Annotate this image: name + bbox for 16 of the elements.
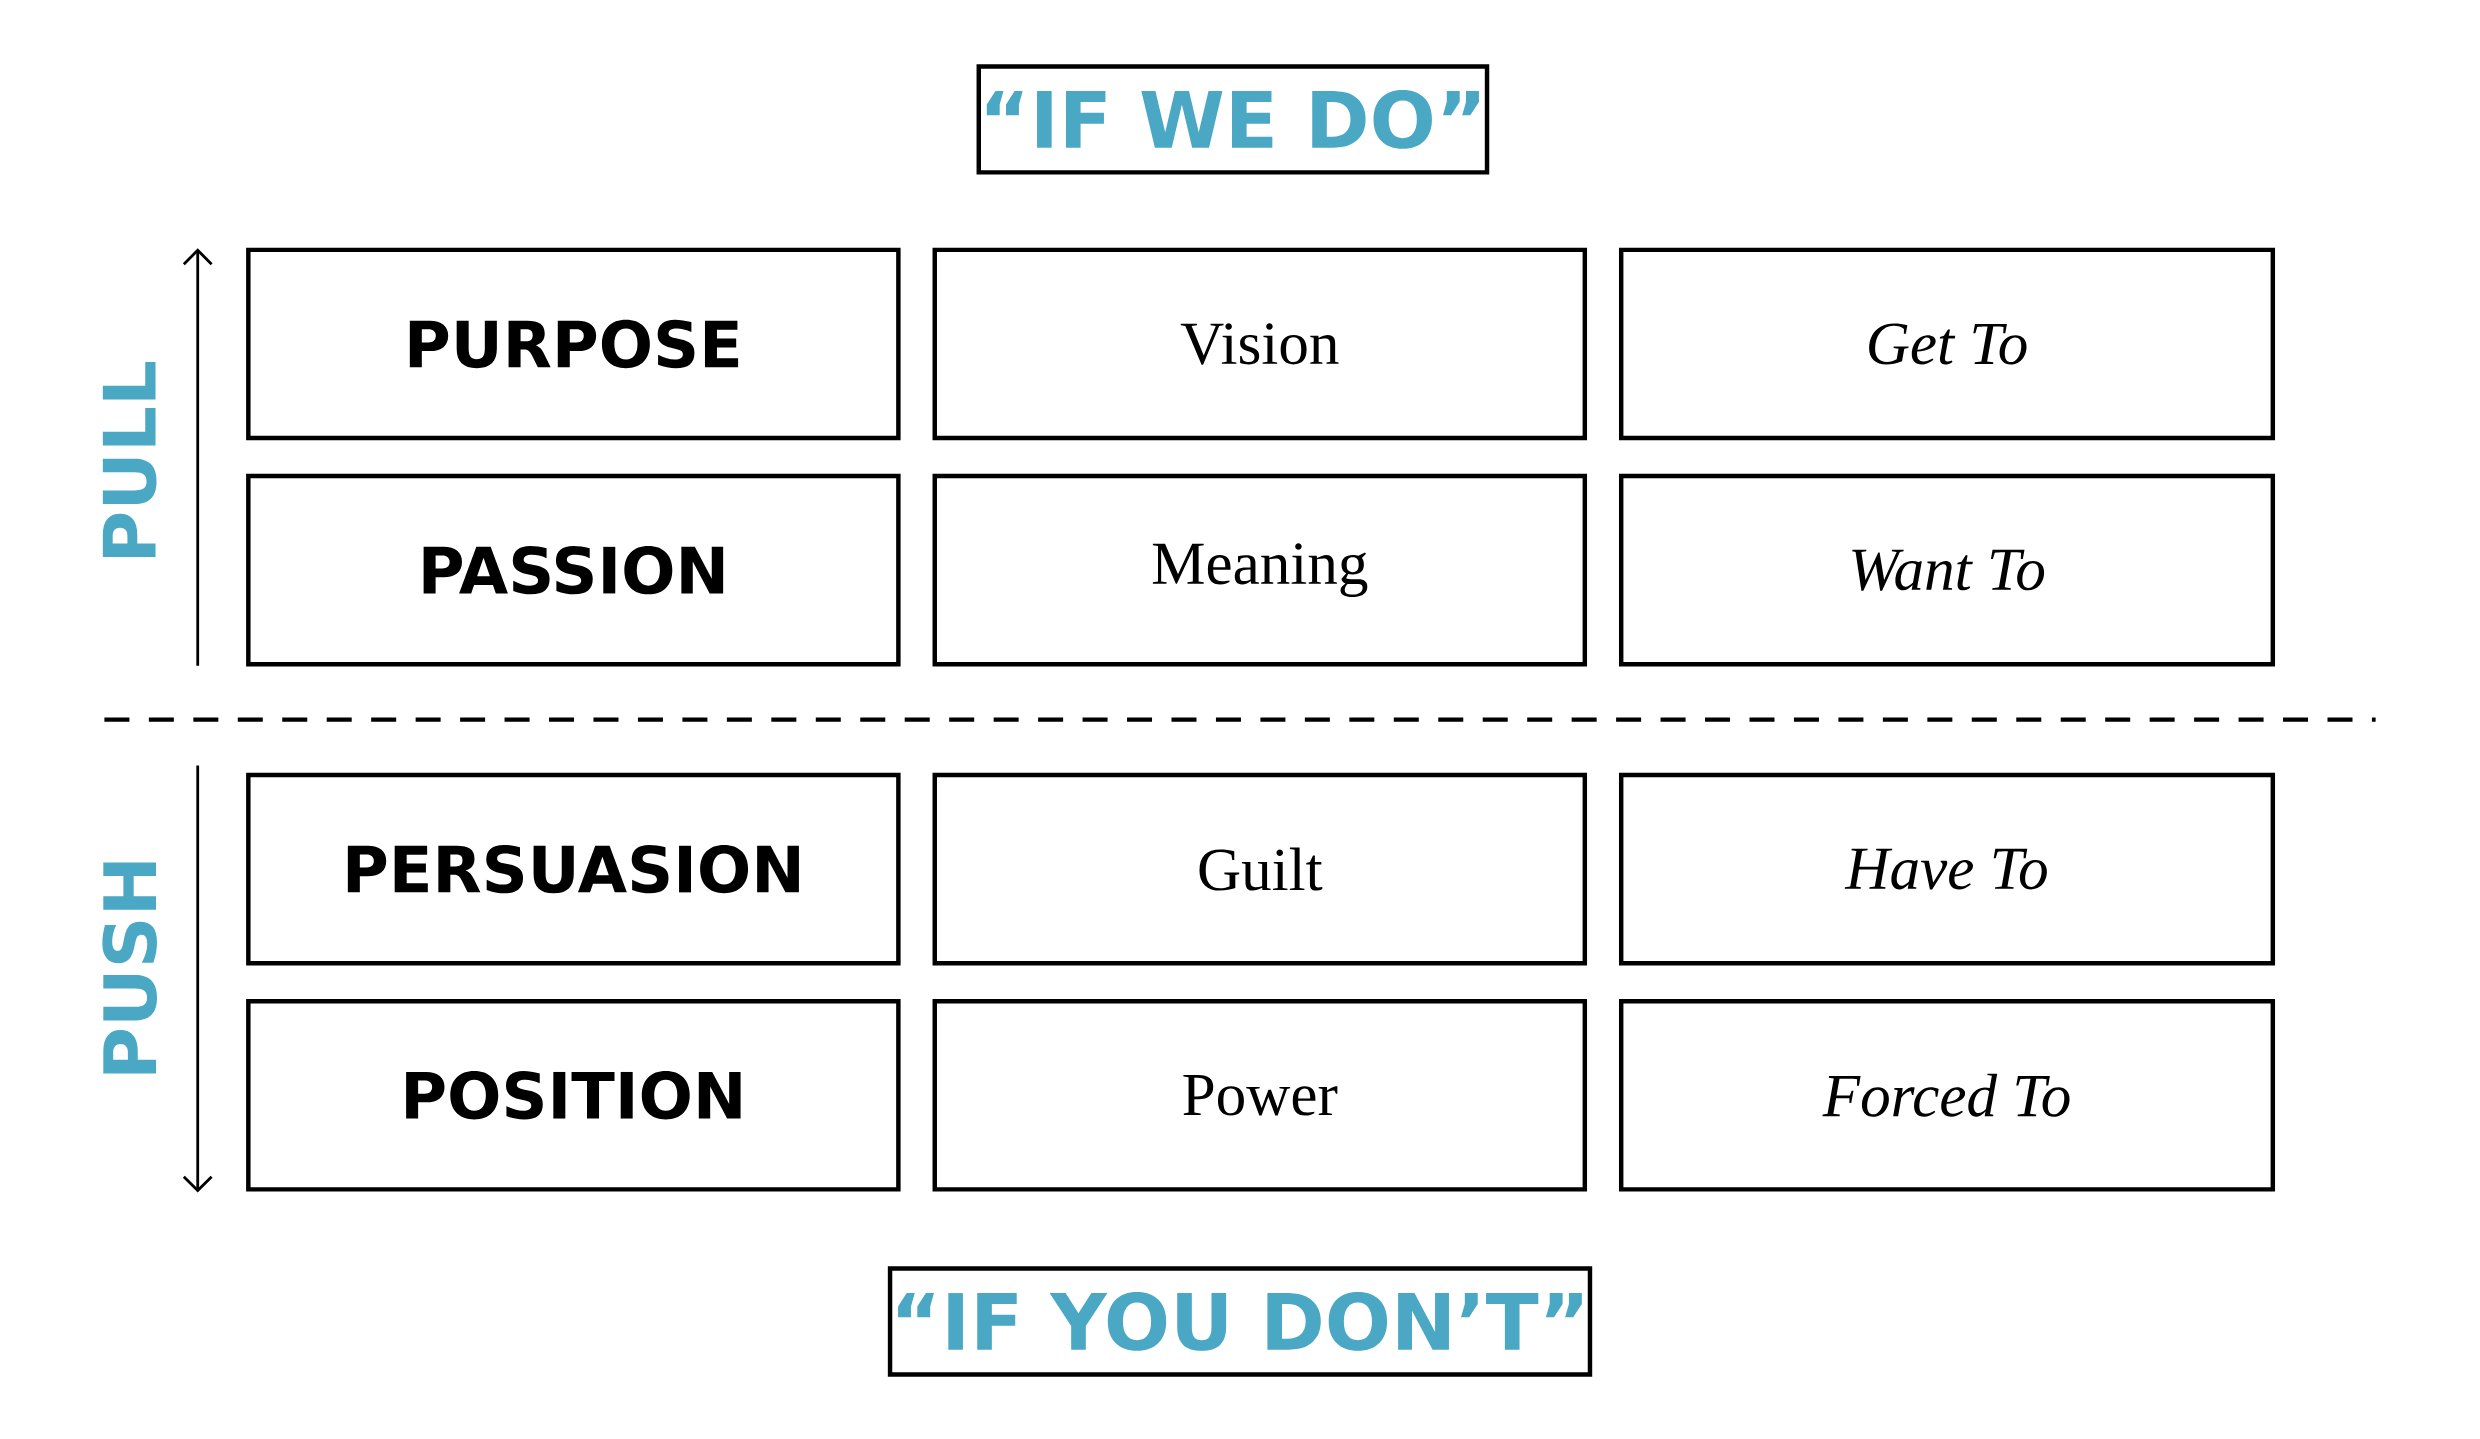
- category-box: PASSION: [246, 473, 901, 667]
- category-box: PERSUASION: [246, 772, 901, 966]
- category-box: Meaning: [932, 473, 1588, 667]
- category-box: Guilt: [932, 772, 1588, 966]
- category-box: PURPOSE: [246, 247, 901, 441]
- category-box: Forced To: [1618, 998, 2276, 1192]
- heading-box: “IF YOU DON’T”: [887, 1266, 1593, 1377]
- heading-box: “IF WE DO”: [976, 64, 1490, 175]
- category-box: Power: [932, 998, 1588, 1192]
- category-box: Vision: [932, 247, 1588, 441]
- category-box: Get To: [1618, 247, 2276, 441]
- side-label: PULL: [102, 361, 157, 557]
- side-label: PUSH: [102, 862, 157, 1074]
- category-box: Want To: [1618, 473, 2276, 667]
- category-box: POSITION: [246, 998, 901, 1192]
- category-box: Have To: [1618, 772, 2276, 966]
